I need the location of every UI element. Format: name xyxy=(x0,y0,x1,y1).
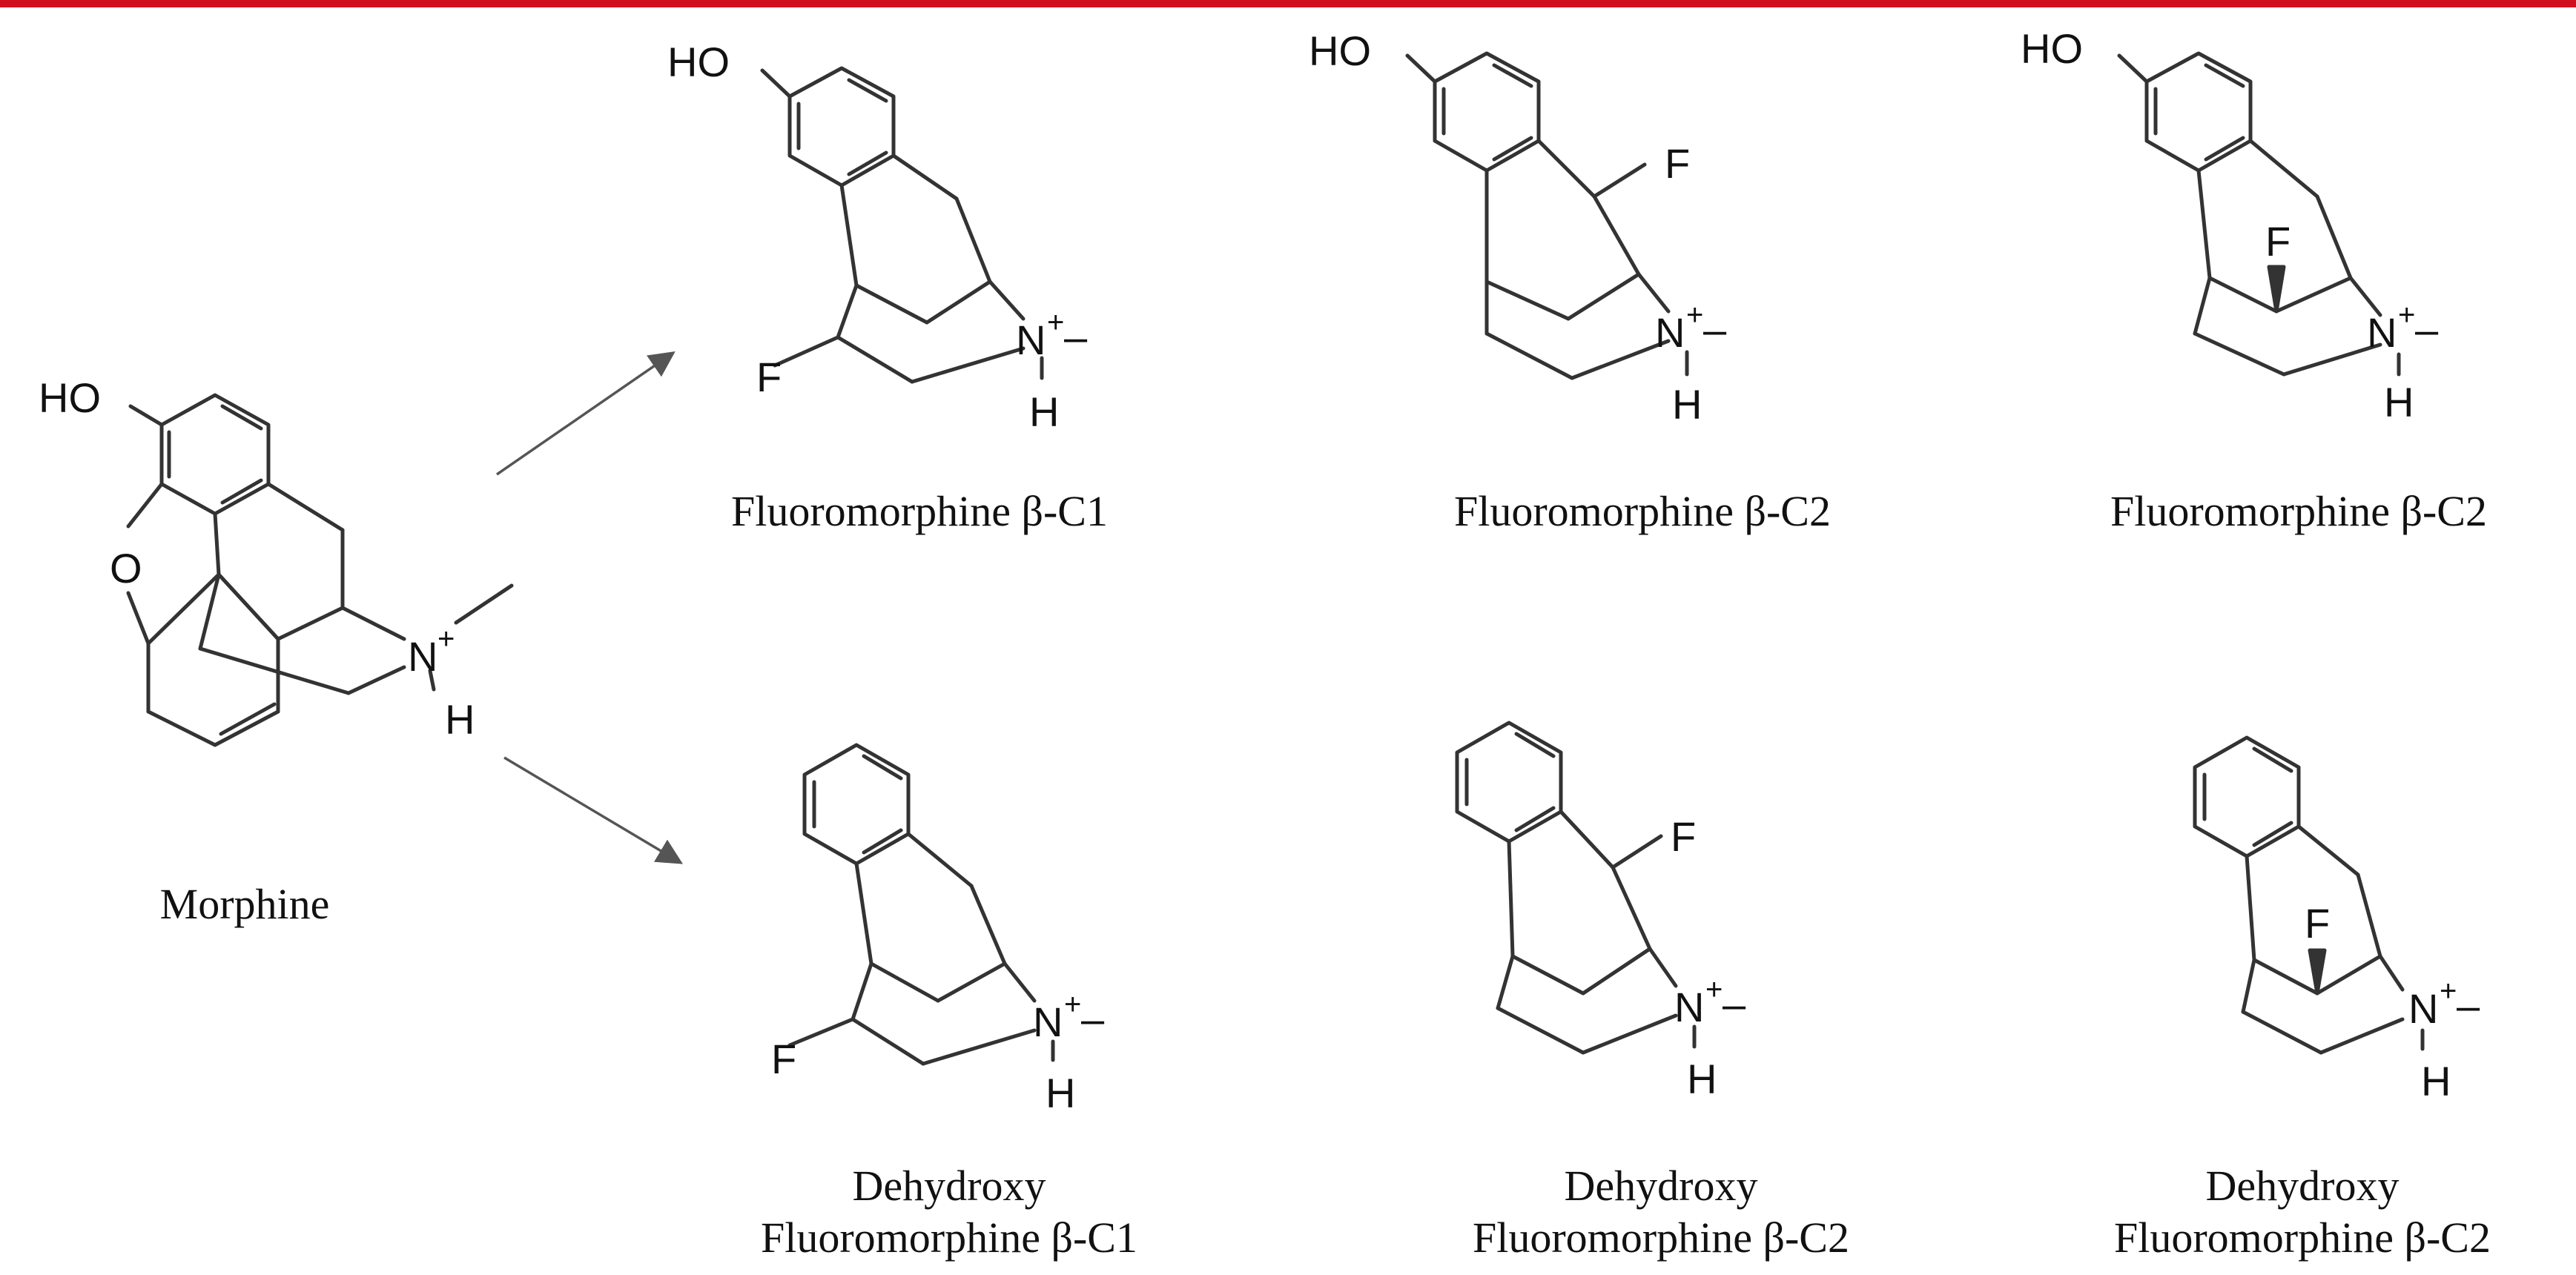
morphine-structure xyxy=(126,393,514,747)
atom-label: HO xyxy=(39,374,101,421)
atom-label: F xyxy=(1665,140,1690,187)
atom-label: N xyxy=(408,633,437,680)
caption-dehydroxy-c1: Dehydroxy Fluoromorphine β-C1 xyxy=(682,1160,1216,1264)
atom-label: N xyxy=(2367,309,2397,356)
atom-label: HO xyxy=(667,39,730,85)
atom-label: HO xyxy=(2021,25,2083,72)
structure-fluoromorphine-c1 xyxy=(760,66,1044,384)
atom-label: H xyxy=(1029,388,1059,435)
caption-line: Fluoromorphine β-C2 xyxy=(2114,1213,2491,1262)
atom-label: F xyxy=(2305,900,2330,947)
structure-fluoromorphine-c2-b xyxy=(2117,51,2401,377)
product-atom-labels: HO F N + – H HO F N + – H HO F N + – H F… xyxy=(667,25,2480,1116)
caption-line: Dehydroxy xyxy=(2205,1162,2400,1210)
caption-line: Dehydroxy xyxy=(852,1162,1046,1210)
atom-label: – xyxy=(1064,314,1088,360)
atom-label: + xyxy=(1047,306,1064,339)
atom-label: H xyxy=(2421,1058,2451,1105)
atom-label: N xyxy=(1655,309,1685,356)
atom-label: N xyxy=(1674,984,1704,1030)
atom-label: – xyxy=(1703,306,1727,353)
atom-label: – xyxy=(2415,306,2439,353)
atom-label: H xyxy=(2384,379,2414,425)
caption-line: Dehydroxy xyxy=(1564,1162,1758,1210)
structure-dehydroxy-c1 xyxy=(787,743,1055,1066)
caption-fluoromorphine-c2-b: Fluoromorphine β-C2 xyxy=(2110,487,2487,535)
morphine-atom-labels: HO O N + H xyxy=(39,374,475,743)
arrow-to-top-row xyxy=(496,351,676,476)
structure-fluoromorphine-c2-a xyxy=(1405,51,1689,380)
atom-label: H xyxy=(1046,1070,1075,1116)
atom-label: – xyxy=(2457,982,2480,1029)
atom-label: + xyxy=(2440,975,2457,1007)
atom-label: F xyxy=(1671,813,1696,860)
atom-label: N xyxy=(1016,317,1046,363)
atom-label: – xyxy=(1723,981,1746,1027)
caption-fluoromorphine-c1: Fluoromorphine β-C1 xyxy=(731,487,1108,535)
atom-label: F xyxy=(771,1036,796,1082)
atom-label: N xyxy=(1033,999,1063,1045)
atom-label: N xyxy=(2408,985,2438,1032)
atom-label: F xyxy=(2265,218,2291,265)
arrow-to-bottom-row xyxy=(503,756,684,864)
caption-fluoromorphine-c2-a: Fluoromorphine β-C2 xyxy=(1454,487,1831,535)
caption-dehydroxy-c2-a: Dehydroxy Fluoromorphine β-C2 xyxy=(1394,1160,1928,1264)
atom-label: HO xyxy=(1309,27,1371,74)
atom-label: H xyxy=(445,696,475,743)
atom-label: H xyxy=(1687,1056,1717,1102)
caption-line: Fluoromorphine β-C2 xyxy=(1473,1213,1849,1262)
caption-dehydroxy-c2-b: Dehydroxy Fluoromorphine β-C2 xyxy=(2035,1160,2569,1264)
caption-line: Fluoromorphine β-C1 xyxy=(761,1213,1137,1262)
atom-label: H xyxy=(1672,381,1702,428)
atom-label: O xyxy=(110,545,142,592)
atom-label: + xyxy=(1705,973,1723,1006)
atom-label: + xyxy=(2398,299,2415,331)
atom-label: + xyxy=(1064,988,1081,1021)
structure-dehydroxy-c2-b xyxy=(2193,735,2425,1055)
atom-label: F xyxy=(756,354,782,400)
structure-dehydroxy-c2-a xyxy=(1455,721,1697,1055)
atom-label: – xyxy=(1081,996,1105,1042)
atom-label: + xyxy=(1686,299,1703,331)
top-accent-bar xyxy=(0,0,2576,7)
atom-label: + xyxy=(437,623,455,655)
caption-morphine: Morphine xyxy=(159,880,330,928)
